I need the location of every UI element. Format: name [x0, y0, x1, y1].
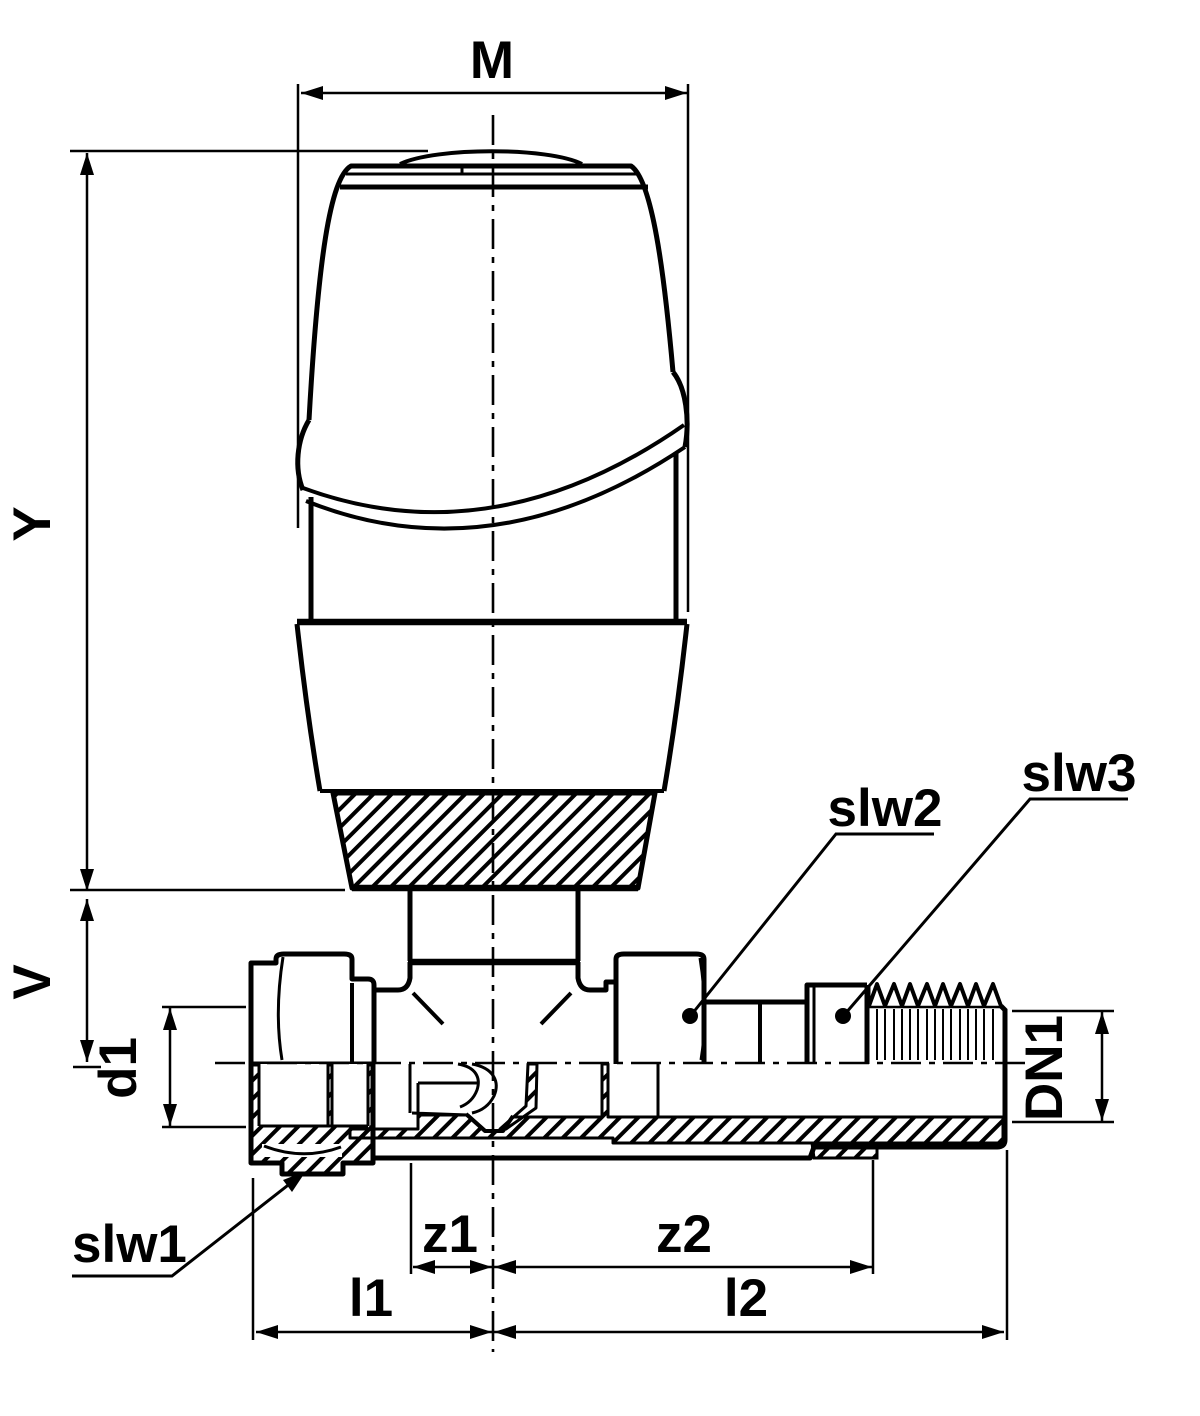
label-slw2: slw2: [828, 779, 943, 838]
label-slw1: slw1: [72, 1215, 187, 1274]
leader-slw1: slw1: [72, 1171, 306, 1278]
thermostatic-head: [294, 149, 690, 966]
dim-label-m: M: [470, 31, 514, 90]
centerlines: [215, 115, 1026, 1352]
label-slw3: slw3: [1022, 744, 1137, 803]
dimension-l1: l1: [251, 1178, 492, 1340]
leader-slw3: slw3: [835, 744, 1136, 1024]
dimension-dn1: DN1: [1012, 1009, 1114, 1124]
dim-label-z1: z1: [422, 1205, 478, 1264]
dimension-v: V: [3, 899, 101, 1069]
dim-label-v: V: [3, 964, 62, 999]
dimension-l2: l2: [494, 1150, 1009, 1340]
valve-section: [248, 1061, 1008, 1177]
dimension-z2: z2: [494, 1160, 875, 1274]
dimension-d1: d1: [89, 1005, 246, 1129]
male-thread: [867, 982, 1008, 1063]
leader-slw2: slw2: [682, 779, 942, 1024]
dimension-y: Y: [3, 149, 428, 892]
dim-label-y: Y: [3, 506, 62, 541]
dim-label-l1: l1: [349, 1269, 393, 1328]
dim-label-z2: z2: [656, 1205, 712, 1264]
dimension-z1: z1: [409, 1163, 492, 1274]
valve-body: [248, 951, 1008, 1064]
dim-label-d1: d1: [89, 1037, 148, 1099]
dim-label-dn1: DN1: [1015, 1015, 1074, 1121]
dim-label-l2: l2: [724, 1269, 768, 1328]
dimension-m: M: [296, 31, 690, 612]
